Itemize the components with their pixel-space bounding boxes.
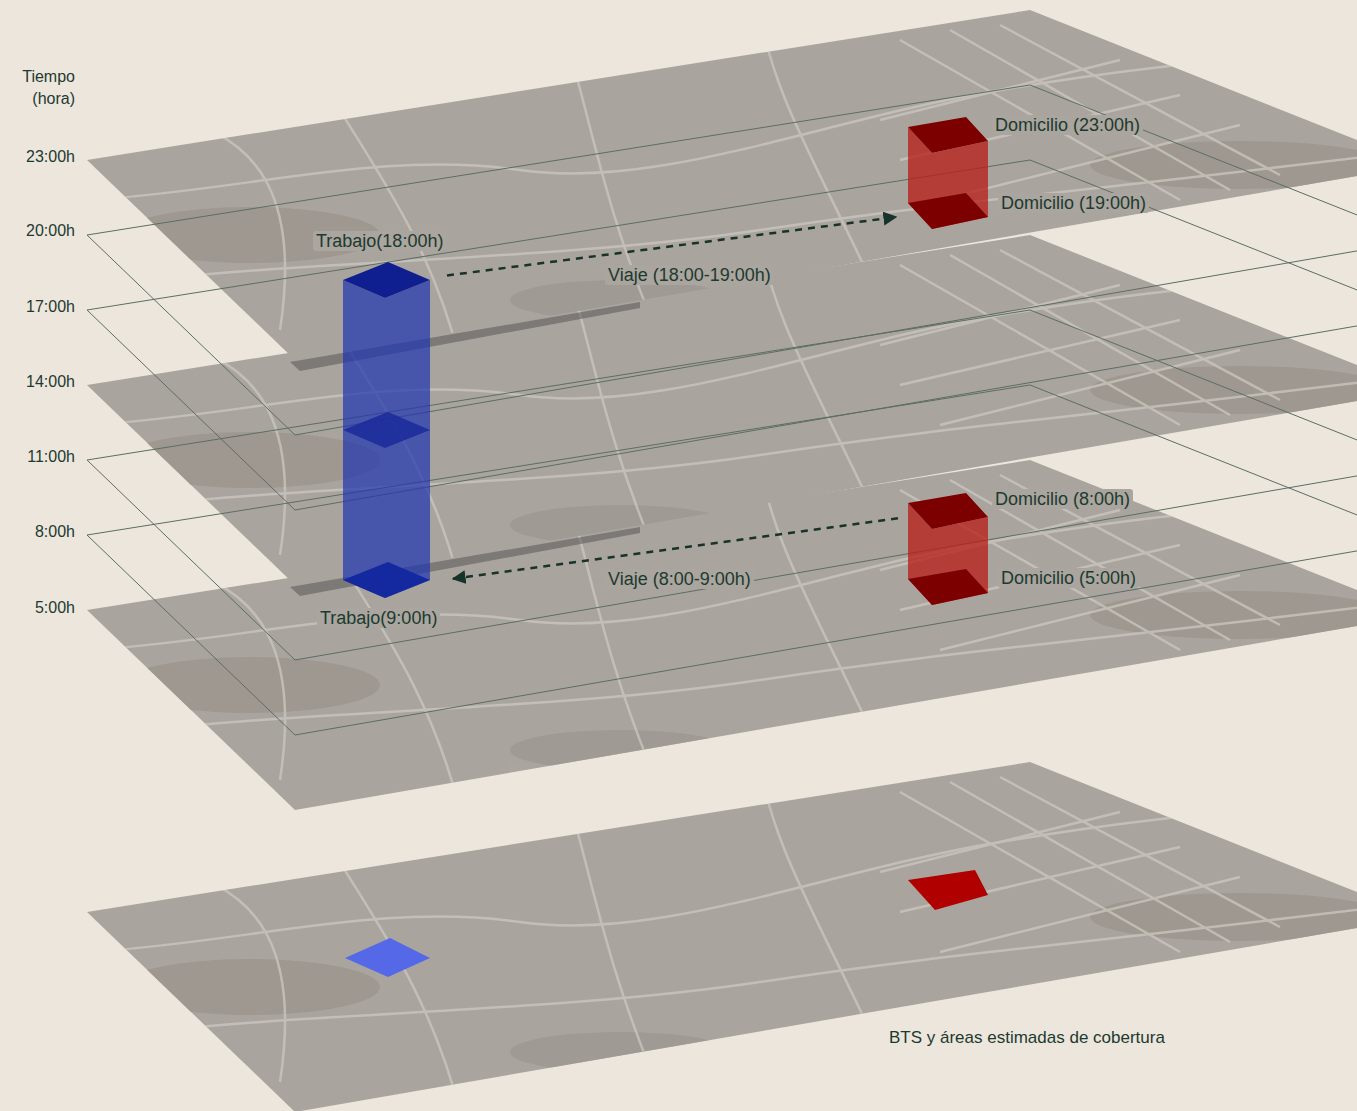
prism-middle — [343, 412, 430, 448]
map-plane — [87, 10, 1357, 360]
edge-label: Viaje (18:00-19:00h) — [605, 265, 774, 285]
map-roads — [90, 10, 1357, 360]
node-label: Domicilio (23:00h) — [992, 115, 1143, 135]
axis-title: Tiempo (hora) — [5, 66, 75, 110]
bts-area-home — [908, 870, 988, 910]
node-label: Domicilio (5:00h) — [998, 568, 1139, 588]
time-tick: 20:00h — [5, 220, 75, 242]
prism-side — [343, 280, 430, 598]
prism-top — [343, 262, 430, 298]
work-stay-prism: Trabajo(18:00h)Trabajo(9:00h) — [343, 262, 431, 599]
time-plane-outline — [87, 310, 1357, 660]
map-caption: BTS y áreas estimadas de cobertura — [889, 1027, 1309, 1049]
prism-top — [908, 117, 988, 153]
time-plane-outline — [87, 385, 1357, 735]
map-roads — [90, 762, 1357, 1111]
edge-label: Viaje (8:00-9:00h) — [605, 569, 754, 589]
prism-shape — [343, 262, 431, 599]
base-map — [87, 762, 1357, 1111]
time-tick: 11:00h — [5, 446, 75, 468]
home-stay-prism: Domicilio (8:00h)Domicilio (5:00h) — [908, 493, 988, 608]
prism-bottom — [908, 193, 988, 229]
time-plane-outline — [87, 85, 1357, 435]
time-plane-outline — [87, 160, 1357, 510]
prism-top — [908, 493, 988, 529]
node-label: Domicilio (19:00h) — [998, 193, 1149, 213]
prism-shape — [908, 493, 988, 608]
node-label: Domicilio (8:00h) — [992, 489, 1133, 509]
prism-bottom — [908, 569, 988, 605]
prism-bottom — [343, 562, 430, 598]
map-plane-texture — [90, 10, 1357, 360]
base-map-texture — [90, 762, 1357, 1111]
time-tick: 14:00h — [5, 371, 75, 393]
prism-shape — [908, 117, 988, 232]
home-stay-prism: Domicilio (23:00h)Domicilio (19:00h) — [908, 117, 988, 232]
bts-area-work — [345, 938, 430, 977]
time-plane-outlines — [87, 85, 1357, 735]
time-tick: 8:00h — [5, 521, 75, 543]
node-label: Trabajo(18:00h) — [313, 231, 446, 251]
time-tick: 23:00h — [5, 146, 75, 168]
time-tick: 5:00h — [5, 597, 75, 619]
time-tick: 17:00h — [5, 296, 75, 318]
node-label: Trabajo(9:00h) — [317, 608, 440, 628]
